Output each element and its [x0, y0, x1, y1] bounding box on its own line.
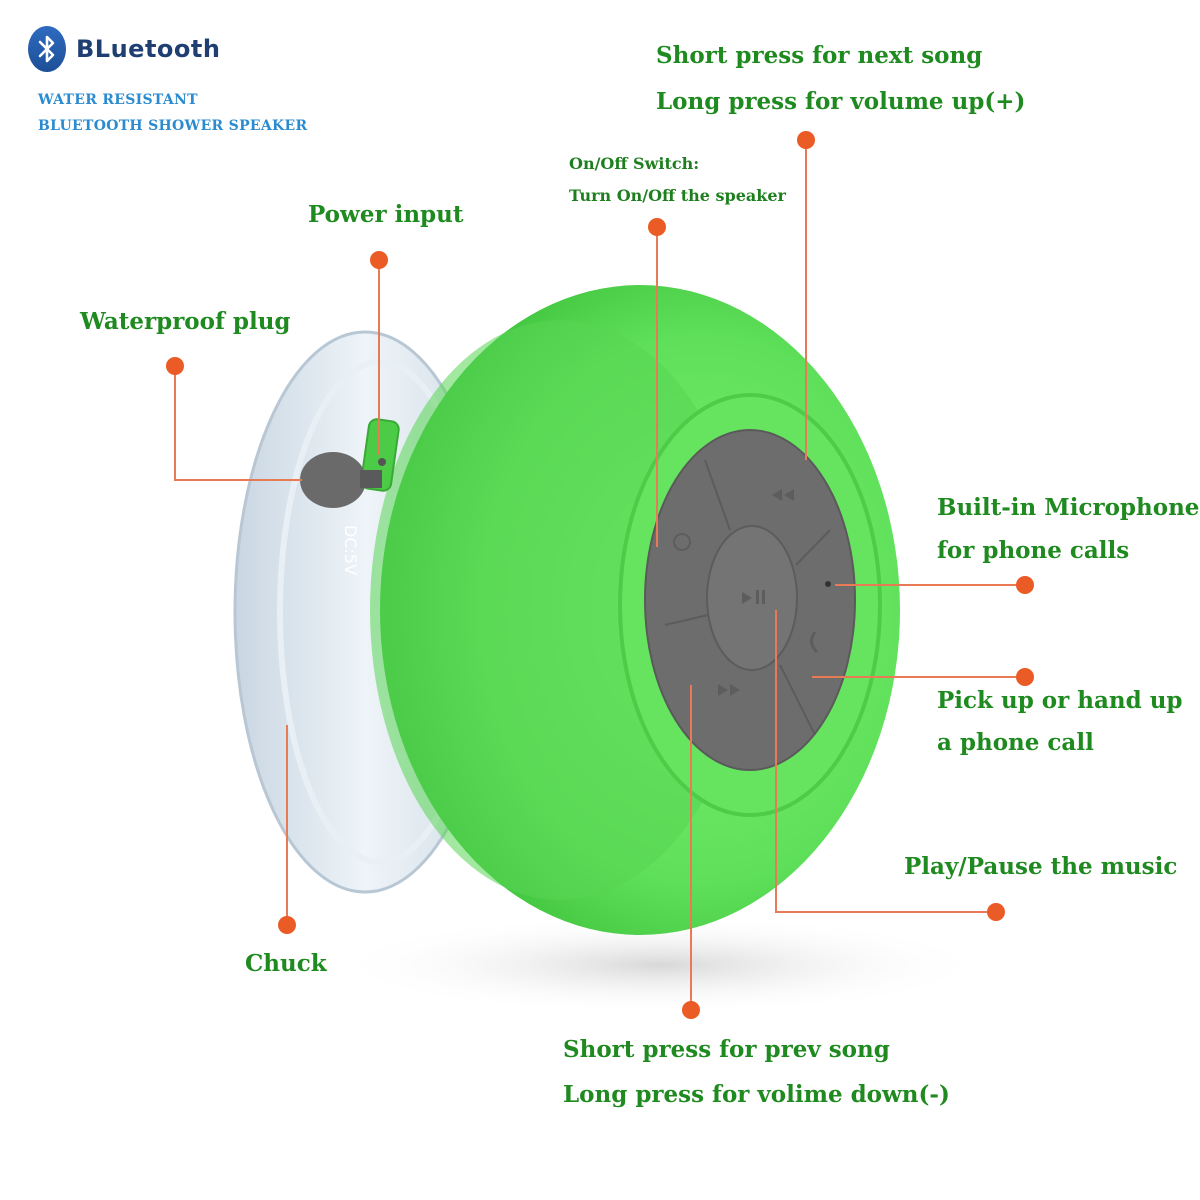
dc-label: DC:5V — [341, 525, 360, 575]
brand-name: BLuetooth — [76, 35, 221, 63]
label-waterproof-plug: Waterproof plug — [80, 308, 291, 335]
tagline-shower-speaker: BLUETOOTH SHOWER SPEAKER — [38, 118, 308, 134]
microphone-hole — [825, 581, 831, 587]
tagline-water-resistant: WATER RESISTANT — [38, 92, 198, 108]
brand-header: BLuetooth — [28, 26, 220, 72]
callout-dot-mic — [1016, 576, 1034, 594]
callout-dot-chuck — [278, 916, 296, 934]
label-next-song: Short press for next song — [656, 42, 983, 69]
prev-icon — [718, 684, 740, 696]
floor-shadow — [330, 915, 990, 1015]
callout-dot-call — [1016, 668, 1034, 686]
label-call-title: Pick up or hand up — [937, 687, 1183, 714]
label-play-pause: Play/Pause the music — [904, 853, 1178, 880]
label-volume-down: Long press for volime down(-) — [563, 1081, 950, 1108]
next-icon — [772, 489, 794, 501]
label-onoff-title: On/Off Switch: — [569, 154, 700, 173]
callout-dot-play — [987, 903, 1005, 921]
waterproof-plug — [300, 452, 366, 508]
phone-icon — [810, 631, 819, 654]
callout-dot-next — [797, 131, 815, 149]
callout-dot-prev — [682, 1001, 700, 1019]
label-power-input: Power input — [308, 201, 464, 228]
callout-dot-plug — [166, 357, 184, 375]
label-call-desc: a phone call — [937, 729, 1094, 756]
callout-dot-onoff — [648, 218, 666, 236]
power-icon — [673, 533, 691, 551]
label-prev-song: Short press for prev song — [563, 1036, 890, 1063]
label-onoff-desc: Turn On/Off the speaker — [569, 186, 786, 205]
label-volume-up: Long press for volume up(+) — [656, 88, 1026, 115]
label-mic-desc: for phone calls — [937, 537, 1130, 564]
label-chuck: Chuck — [245, 950, 327, 977]
bluetooth-icon — [28, 26, 66, 72]
label-mic-title: Built-in Microphone — [937, 494, 1200, 521]
callout-dot-power — [370, 251, 388, 269]
play-icon — [742, 592, 752, 604]
